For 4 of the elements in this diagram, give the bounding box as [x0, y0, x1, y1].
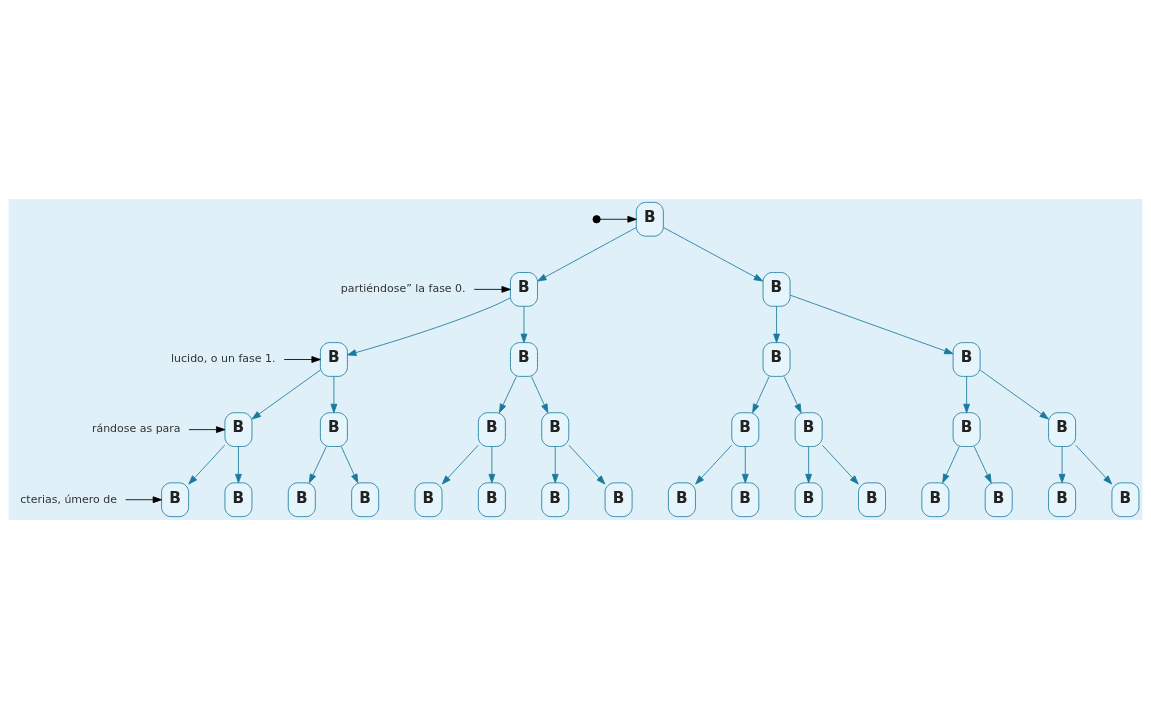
node-text: lucido, o un fase 1. — [171, 351, 276, 365]
node-text: rándose as para — [91, 421, 181, 435]
node-text: cterias, úmero de — [20, 492, 117, 506]
node-text: partiéndose” la fase 0. — [340, 281, 466, 295]
